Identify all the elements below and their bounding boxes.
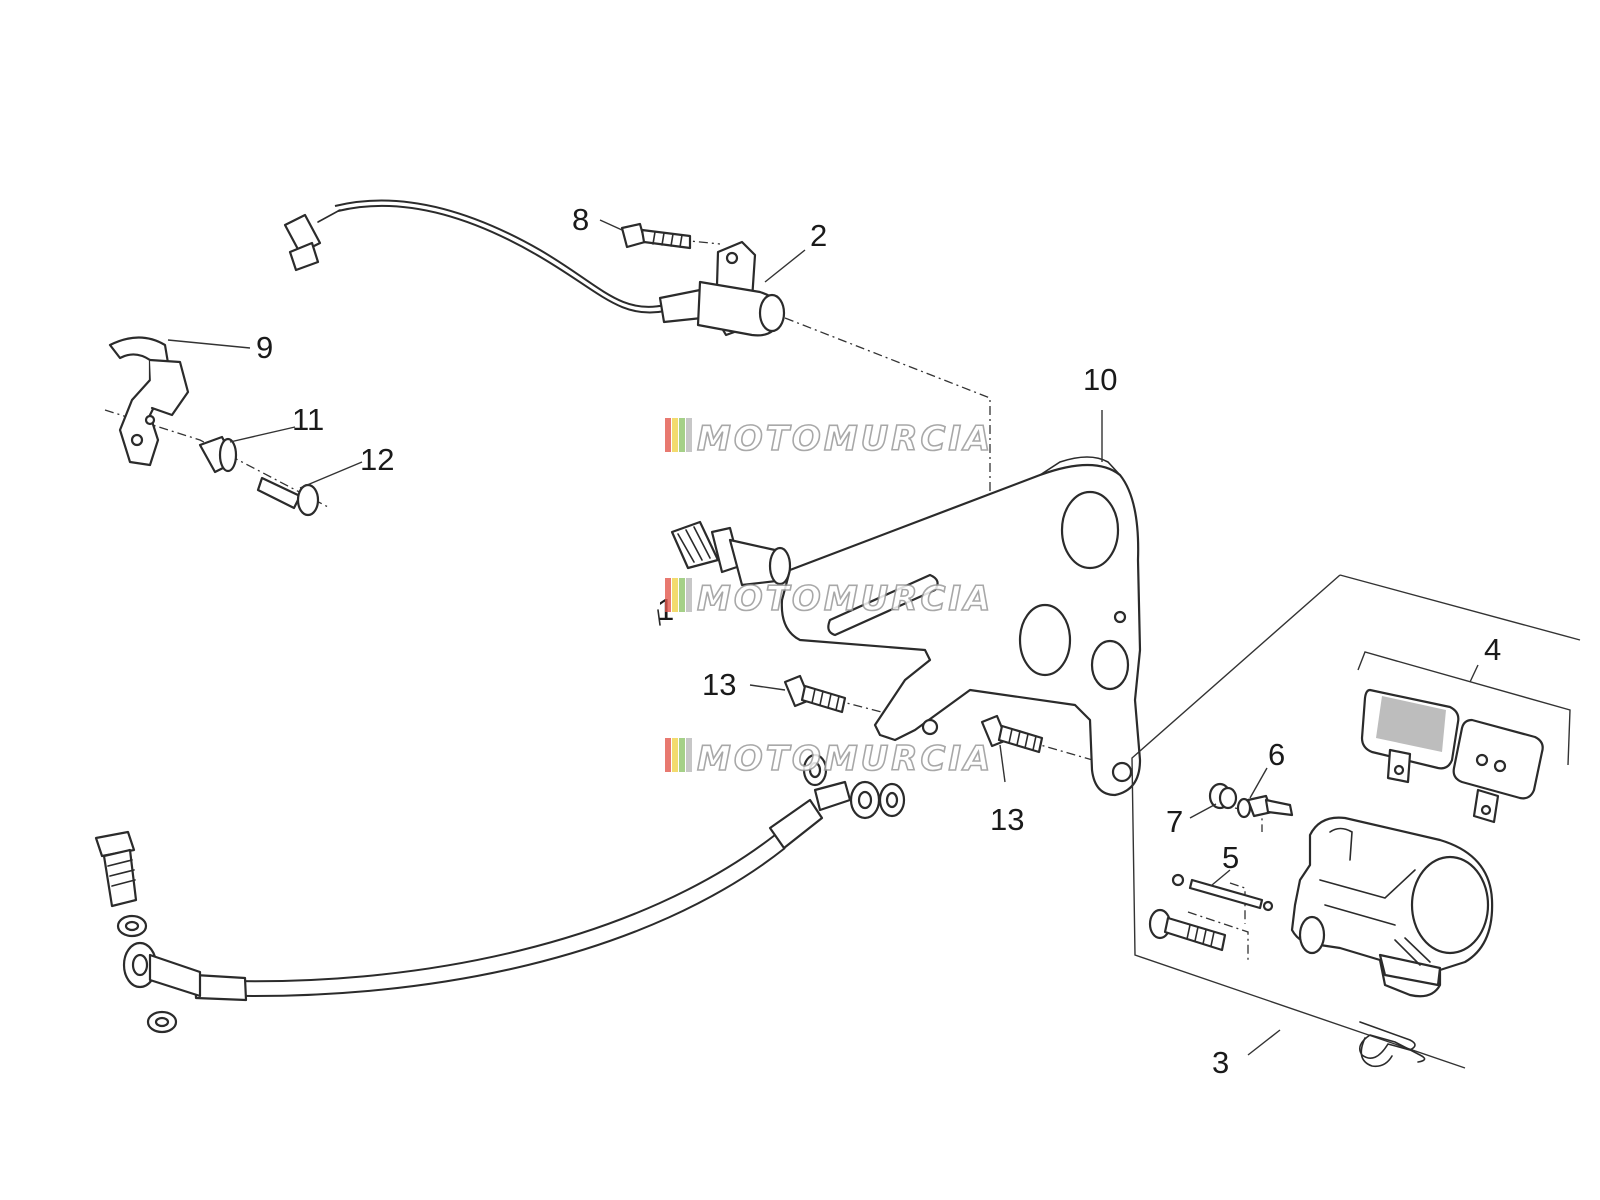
- caliper-bolt: [1148, 908, 1227, 952]
- watermark-stripe: [672, 578, 678, 612]
- watermark-stripe: [665, 578, 671, 612]
- callout-7: 7: [1166, 804, 1183, 839]
- callout-2: 2: [810, 218, 827, 253]
- callout-9: 9: [256, 330, 273, 365]
- pin-part-12: [256, 476, 320, 517]
- watermark-stripe: [679, 578, 685, 612]
- caliper-kit-outline-part-3: [1131, 574, 1581, 1069]
- bolt-part-13b: [980, 714, 1044, 754]
- callout-13-left: 13: [702, 667, 736, 702]
- watermark-text: MOTOMURCIA: [697, 419, 993, 459]
- watermark-stripe: [686, 578, 692, 612]
- callout-8: 8: [572, 202, 589, 237]
- callout-10: 10: [1083, 362, 1117, 397]
- brake-pad-friction-surface: [1376, 696, 1446, 752]
- watermark-logo-top: MOTOMURCIA: [665, 418, 993, 460]
- watermark-stripe: [665, 418, 671, 452]
- watermark-stripe: [679, 418, 685, 452]
- watermark-logo-middle: MOTOMURCIA: [665, 578, 993, 620]
- caliper-body-part-3: [1290, 816, 1494, 998]
- brake-hose-assembly: [94, 753, 906, 1034]
- callout-12: 12: [360, 442, 394, 477]
- callout-6: 6: [1268, 737, 1285, 772]
- watermark-text: MOTOMURCIA: [697, 579, 993, 619]
- caliper-pin-part-1: [657, 520, 792, 626]
- callout-4: 4: [1484, 632, 1501, 667]
- bolt-part-13a: [783, 674, 847, 714]
- watermark-stripe: [672, 738, 678, 772]
- callout-5: 5: [1222, 840, 1239, 875]
- watermark-stripe: [665, 738, 671, 772]
- clamp-part-9: [108, 336, 190, 467]
- pad-pin-part-5: [1171, 873, 1274, 912]
- speed-sensor-part-2: [283, 199, 786, 337]
- callout-leaders: [167, 219, 1479, 1056]
- watermark-text: MOTOMURCIA: [697, 739, 993, 779]
- watermark-stripe: [686, 418, 692, 452]
- caliper-bracket-part-10: [780, 456, 1142, 797]
- callout-13-right: 13: [990, 802, 1024, 837]
- watermark-stripe: [686, 738, 692, 772]
- brake-pads-part-4: [1357, 651, 1571, 824]
- spacer-part-11: [198, 435, 238, 474]
- callout-11: 11: [292, 402, 324, 437]
- callout-3: 3: [1212, 1045, 1229, 1080]
- screw-part-8: [620, 222, 692, 250]
- spring-clip: [1359, 1021, 1426, 1068]
- watermark-stripe: [679, 738, 685, 772]
- watermark-stripe: [672, 418, 678, 452]
- watermark-logo-bottom: MOTOMURCIA: [665, 738, 993, 780]
- bleed-screw-part-6: [1236, 794, 1294, 819]
- bleed-cap-part-7: [1208, 782, 1238, 810]
